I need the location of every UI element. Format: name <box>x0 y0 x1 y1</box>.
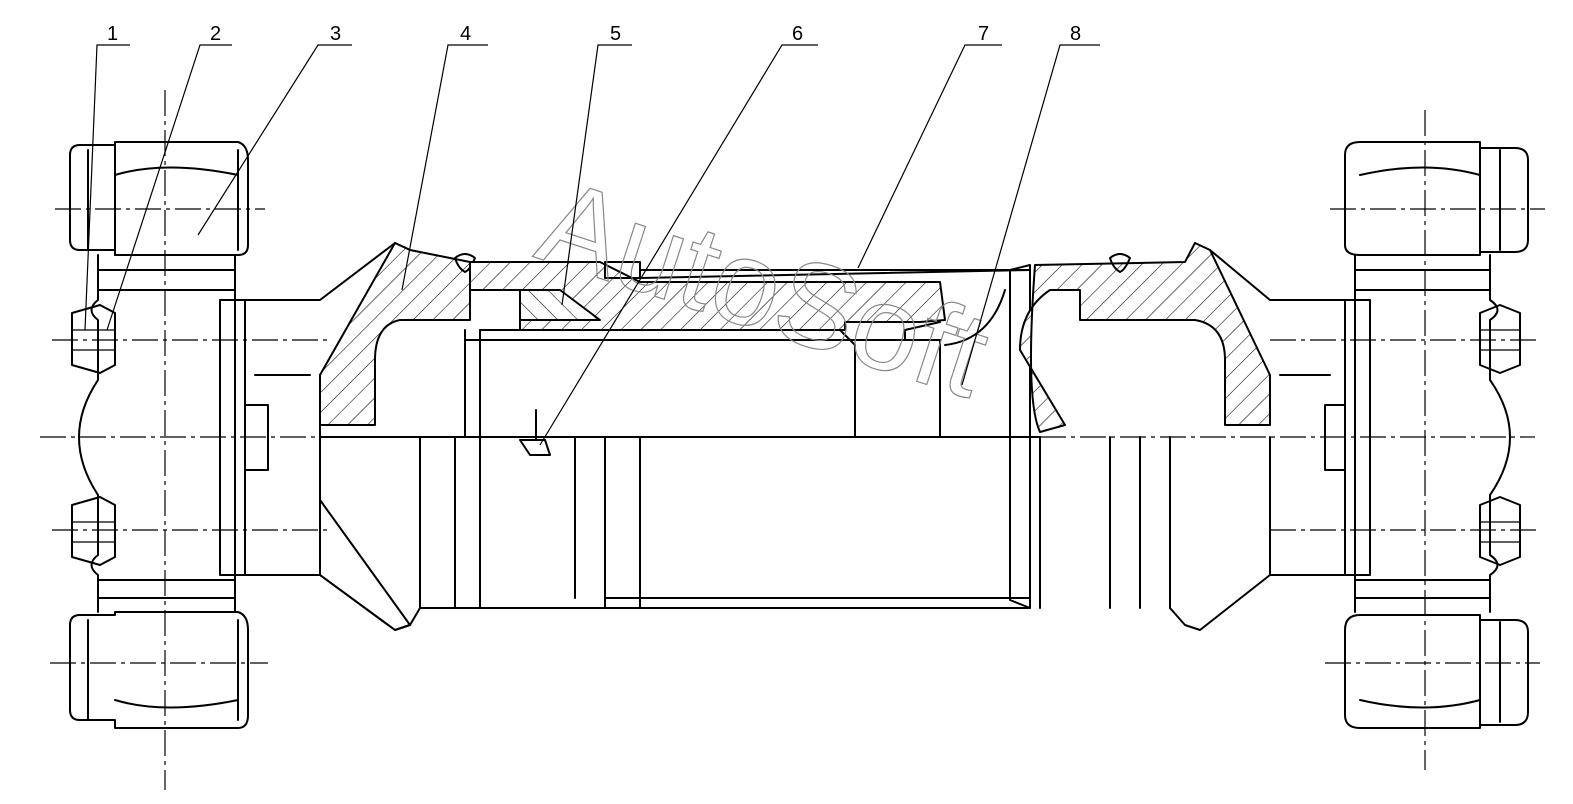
spline-sleeve-section <box>469 261 1031 331</box>
callout-2: 2 <box>106 23 232 331</box>
watermark-text: AutoSoft <box>524 154 1003 424</box>
callout-1-number: 1 <box>107 23 118 45</box>
centerlines <box>40 90 1545 790</box>
callout-7: 7 <box>857 23 1002 269</box>
callout-8-number: 8 <box>1070 23 1081 45</box>
central-shaft <box>319 321 1041 631</box>
callout-5-number: 5 <box>610 23 621 45</box>
callout-6-number: 6 <box>792 23 803 45</box>
callout-2-number: 2 <box>210 23 221 45</box>
callout-4-number: 4 <box>460 23 471 45</box>
callout-1: 1 <box>84 23 130 331</box>
callout-4: 4 <box>401 23 488 291</box>
callout-7-number: 7 <box>978 23 989 45</box>
callout-6: 6 <box>539 23 818 446</box>
callout-5: 5 <box>561 23 632 306</box>
left-universal-joint <box>69 141 411 729</box>
callout-3-number: 3 <box>330 23 341 45</box>
right-yoke-section <box>944 242 1271 631</box>
callout-3: 3 <box>197 23 352 236</box>
right-universal-joint <box>1209 141 1529 729</box>
callout-8: 8 <box>961 23 1100 386</box>
